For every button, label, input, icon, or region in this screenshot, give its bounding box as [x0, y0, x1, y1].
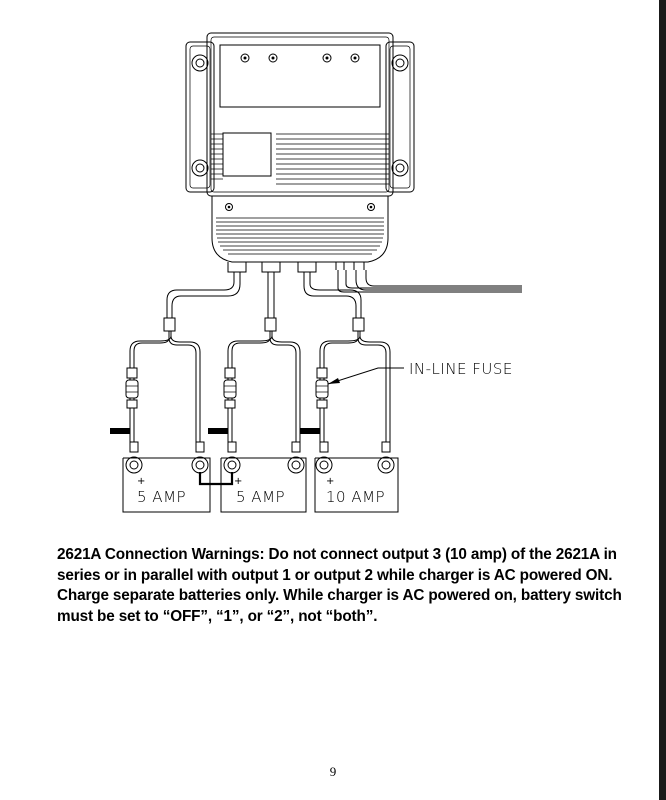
- battery-3-plus: +: [326, 476, 334, 487]
- battery-2-plus: +: [234, 476, 242, 487]
- fuse-callout-label: IN-LINE FUSE: [409, 360, 513, 378]
- series-jumper: [198, 472, 234, 486]
- warning-line-1: 2621A Connection Warnings: Do not connec…: [57, 546, 617, 563]
- connection-warning: 2621A Connection Warnings: Do not connec…: [57, 545, 632, 627]
- cable-tags: [110, 428, 320, 434]
- fuse-2: [223, 367, 237, 409]
- warning-line-4: must be set to “OFF”, “1”, or “2”, not “…: [57, 607, 378, 625]
- battery-3: + 10 AMP: [314, 457, 399, 513]
- battery-leads: [129, 331, 391, 442]
- battery-1-label: 5 AMP: [137, 488, 186, 506]
- battery-2-label: 5 AMP: [236, 488, 285, 506]
- fuse-1: [125, 367, 139, 409]
- charger-unit: [185, 32, 415, 273]
- fuse-3: [315, 367, 329, 409]
- inline-fuses: [125, 367, 329, 409]
- charger-wiring-diagram: IN-LINE FUSE + 5 AMP + 5 AMP + 10 AMP: [110, 32, 522, 513]
- page-edge: [659, 0, 666, 800]
- battery-3-label: 10 AMP: [326, 488, 385, 506]
- battery-1: + 5 AMP: [122, 457, 211, 513]
- battery-2: + 5 AMP: [220, 457, 307, 513]
- warning-line-3: Charge separate batteries only. While ch…: [57, 587, 622, 604]
- ac-power-cord: [337, 270, 522, 293]
- warning-line-2: series or in parallel with output 1 or o…: [57, 566, 613, 584]
- fuse-callout: IN-LINE FUSE: [327, 360, 513, 385]
- output-cables: [163, 272, 365, 332]
- left-fins: [211, 133, 223, 180]
- battery-1-plus: +: [137, 476, 145, 487]
- right-fins: [276, 133, 389, 185]
- page-number: 9: [329, 764, 337, 779]
